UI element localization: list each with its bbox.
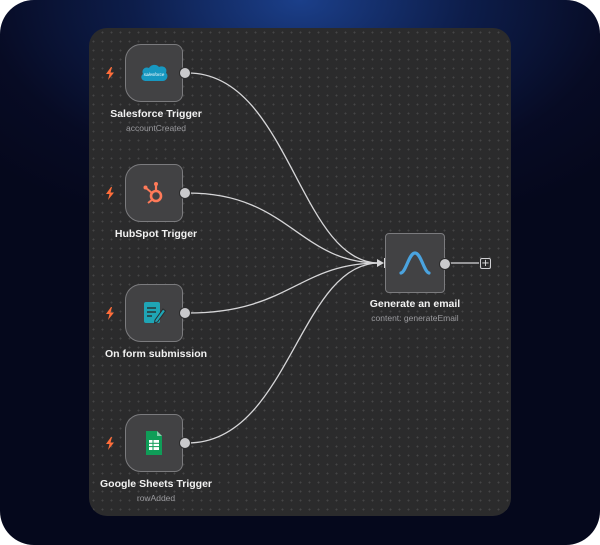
action-subtitle: content: generateEmail [371,313,459,323]
generate-email-node[interactable] [385,233,445,293]
svg-text:salesforce: salesforce [144,72,165,77]
hubspot-trigger-node[interactable] [125,164,183,222]
node-subtitle: rowAdded [136,493,176,503]
ai-agent-icon [399,251,431,275]
form-icon [144,302,167,324]
connection-sheets-to-email [187,262,380,444]
node-title: Google Sheets Trigger [99,478,213,490]
email-output-port[interactable] [439,258,451,270]
salesforce-trigger-node[interactable]: salesforce [125,44,183,102]
hubspot-icon [143,182,163,204]
workflow-canvas[interactable]: salesforce Salesforce Trigger accountCre… [89,28,511,516]
node-subtitle: accountCreated [125,123,186,133]
google-sheets-output-port[interactable] [179,437,191,449]
node-title: Salesforce Trigger [110,108,202,120]
node-title: HubSpot Trigger [114,228,198,240]
connection-salesforce-to-email [187,72,380,264]
google-sheets-trigger-node[interactable] [125,414,183,472]
trigger-bolt-icon [106,437,114,450]
connection-form-to-email [187,262,380,314]
salesforce-output-port[interactable] [179,67,191,79]
form-output-port[interactable] [179,307,191,319]
trigger-bolt-icon [106,307,114,320]
salesforce-icon: salesforce [141,64,168,81]
add-node-button[interactable]: + [480,258,491,269]
trigger-bolt-icon [106,187,114,200]
connection-hubspot-to-email [187,192,380,264]
form-trigger-node[interactable] [125,284,183,342]
hubspot-output-port[interactable] [179,187,191,199]
connections-layer [187,72,479,444]
node-title: On form submission [104,348,208,360]
google-sheets-icon [146,431,162,455]
input-arrow-icon [377,259,384,267]
trigger-bolt-icon [106,67,114,80]
action-title: Generate an email [369,298,461,310]
